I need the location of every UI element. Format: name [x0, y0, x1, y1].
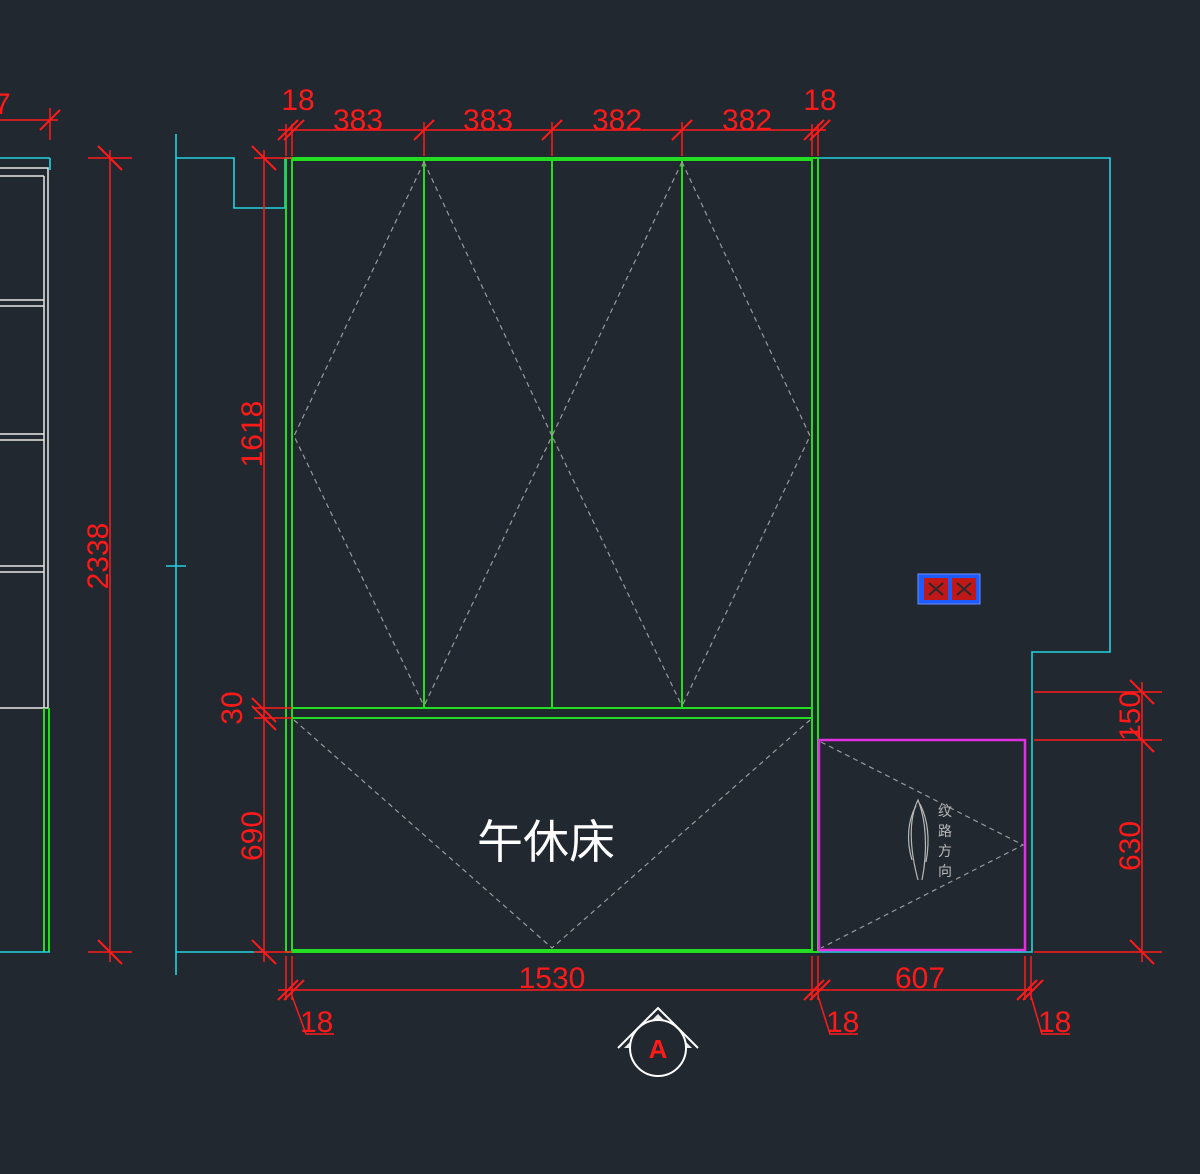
dim-left-upper: 1618: [236, 401, 269, 468]
dim-bottom-small-2: 18: [1038, 1006, 1071, 1039]
wall-outline: [166, 134, 1111, 975]
dimension-top-left-partial: 7: [0, 88, 61, 140]
dimension-top: 18 383 383 382 382 18: [277, 84, 837, 156]
dim-right-lower: 630: [1114, 821, 1147, 871]
grain-char-4: 向: [938, 864, 952, 880]
dim-top-left-cut: 7: [0, 88, 11, 121]
dim-top-2: 383: [463, 104, 513, 137]
grain-char-2: 路: [938, 824, 952, 840]
grain-char-3: 方: [938, 844, 952, 860]
grain-char-1: 纹: [938, 804, 952, 820]
dim-bottom-bed: 1530: [519, 962, 586, 995]
main-cabinet: [285, 157, 819, 953]
dim-top-4: 382: [722, 104, 772, 137]
dim-top-0: 18: [281, 84, 314, 117]
side-cabinet: [817, 738, 1027, 952]
left-partial-cabinet: [0, 157, 51, 953]
dim-top-1: 383: [333, 104, 383, 137]
door-swing-lines: [293, 161, 811, 949]
bed-label: 午休床: [477, 815, 615, 869]
section-circle: [629, 1019, 687, 1077]
dim-bottom-side: 607: [895, 962, 945, 995]
dimension-left-total: 2338: [82, 145, 132, 965]
dim-top-3: 382: [592, 104, 642, 137]
dimension-bottom: 1530 607 18 18 18: [277, 956, 1071, 1039]
dim-top-5: 18: [803, 84, 836, 117]
dim-left-mid: 30: [216, 691, 249, 724]
dim-right-upper: 150: [1114, 691, 1147, 741]
dim-left-total: 2338: [82, 523, 115, 590]
dimension-left-segments: 1618 30 690: [216, 145, 292, 965]
dim-left-lower: 690: [236, 811, 269, 861]
dimension-right: 150 630: [1034, 679, 1162, 965]
grain-icon: [910, 798, 927, 881]
double-outlet-icon: [917, 573, 981, 605]
section-marker: A: [617, 1006, 699, 1077]
section-marker-label: A: [649, 1034, 668, 1064]
dim-bottom-small-1: 18: [826, 1006, 859, 1039]
dim-bottom-small-0: 18: [300, 1006, 333, 1039]
grain-direction-symbol: 纹 路 方 向: [907, 798, 952, 881]
